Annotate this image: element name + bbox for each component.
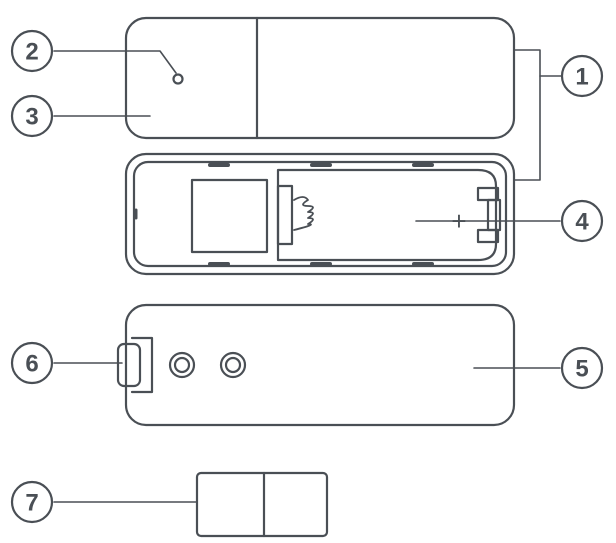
callout-label-6: 6 xyxy=(25,351,38,378)
callout-label-1: 1 xyxy=(575,64,588,91)
screw-hole-right-outer xyxy=(219,351,247,379)
callout-circle-2 xyxy=(10,29,54,73)
front-cover xyxy=(124,16,516,140)
housing-inner-outline xyxy=(132,160,508,268)
tamper-switch-frame xyxy=(130,336,154,394)
battery-negative-contact xyxy=(276,184,294,246)
mounting-plate-outline xyxy=(124,303,516,427)
tamper-switch xyxy=(116,342,142,388)
callout-label-3: 3 xyxy=(25,104,38,131)
screw-hole-right-inner xyxy=(224,356,242,374)
battery-holder xyxy=(276,168,498,262)
battery-spring xyxy=(293,196,314,231)
housing-base xyxy=(124,152,516,276)
battery-polarity-mark: + xyxy=(451,206,466,236)
callout-label-7: 7 xyxy=(25,490,38,517)
callout-circle-4 xyxy=(560,199,604,243)
housing-outer-outline xyxy=(124,152,516,276)
callout-label-4: 4 xyxy=(575,209,589,236)
leader-line-2 xyxy=(53,50,177,74)
callout-circle-6 xyxy=(10,341,54,385)
battery-positive-tab xyxy=(486,198,502,232)
screw-hole-left-outer xyxy=(168,351,196,379)
callout-circle-3 xyxy=(10,94,54,138)
magnet-outline xyxy=(195,471,329,538)
callout-circles xyxy=(10,29,604,524)
led-indicator xyxy=(172,73,184,85)
mounting-plate xyxy=(116,303,516,427)
leader-lines xyxy=(53,49,562,503)
callout-label-2: 2 xyxy=(25,39,38,66)
magnet xyxy=(195,471,329,538)
front-cover-outline xyxy=(124,16,516,140)
callout-circle-5 xyxy=(560,346,604,390)
screw-hole-left-inner xyxy=(173,356,191,374)
leader-line-1-bracket xyxy=(513,49,541,181)
square-component xyxy=(190,178,269,254)
callout-circle-7 xyxy=(10,480,54,524)
callout-circle-1 xyxy=(560,54,604,98)
callout-label-5: 5 xyxy=(575,356,588,383)
